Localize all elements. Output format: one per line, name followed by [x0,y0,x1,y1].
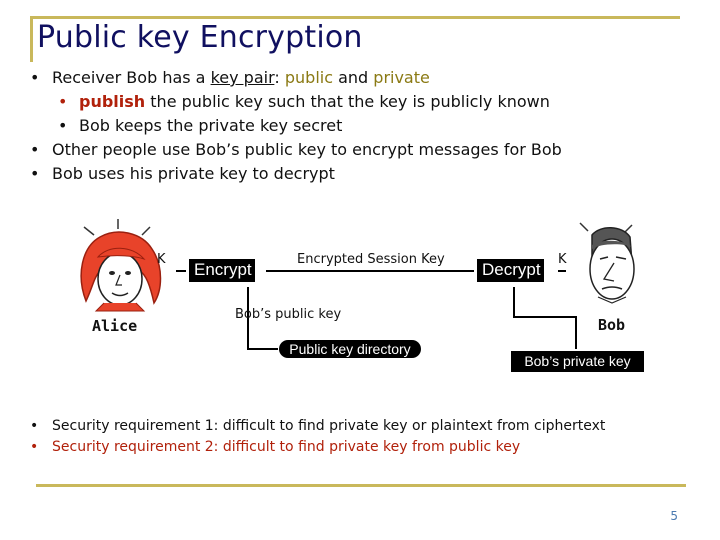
k-right-label: K [558,252,567,267]
diagram-graphics [80,219,635,350]
bob-label: Bob [598,316,626,334]
bullet-1a: • publish the public key such that the k… [30,90,690,114]
bullet-1b-text: Bob keeps the private key secret [79,116,343,135]
public-key-line [247,287,278,350]
bullet-2-text: Other people use Bob’s public key to enc… [52,140,562,159]
encrypted-session-key-label: Encrypted Session Key [297,252,445,267]
bullet-3: • Bob uses his private key to decrypt [30,162,690,186]
bullet-1-pre: Receiver Bob has a [52,68,211,87]
bullet-1-colon: : [274,68,285,87]
bullet-1: • Receiver Bob has a key pair: public an… [30,66,690,90]
key-pair-term: key pair [210,68,275,87]
bullet-3-text: Bob uses his private key to decrypt [52,164,335,183]
bobs-public-key-label: Bob’s public key [235,307,342,322]
bullet-dot-icon: • [30,68,40,87]
requirement-2-text: Security requirement 2: difficult to fin… [52,439,521,455]
bullet-1-and: and [333,68,374,87]
page-number: 5 [670,509,678,523]
bullet-dot-icon: • [58,92,68,111]
title-rule-left [30,16,33,62]
bullet-1a-rest: the public key such that the key is publ… [145,92,550,111]
publish-term: publish [79,92,146,111]
bullet-dot-icon: • [30,164,40,183]
bullet-2: • Other people use Bob’s public key to e… [30,138,690,162]
bullet-list: • Receiver Bob has a key pair: public an… [30,66,690,186]
encryption-diagram: Alice K Encrypt Encrypted Session Key Bo… [0,205,720,390]
k-left-label: K [157,252,166,267]
bullet-1b: • Bob keeps the private key secret [30,114,690,138]
slide-title: Public key Encryption [37,20,363,55]
private-term: private [373,68,430,87]
alice-face-icon [80,219,162,312]
bullet-1a-text: publish the public key such that the key… [79,90,550,114]
bob-face-icon [579,222,635,304]
alice-label: Alice [92,317,138,335]
private-key-line [513,287,577,349]
bobs-private-key-box: Bob’s private key [511,351,644,372]
encrypt-box: Encrypt [189,259,255,282]
public-term: public [284,68,333,87]
footer-rule [36,484,686,487]
bullet-dot-icon: • [30,439,39,455]
public-key-directory-box: Public key directory [279,340,421,358]
requirement-1-text: Security requirement 1: difficult to fin… [52,418,606,434]
bullet-dot-icon: • [30,418,39,434]
bullet-1-text: Receiver Bob has a key pair: public and … [52,66,430,90]
decrypt-box: Decrypt [477,259,544,282]
title-rule-top [30,16,680,19]
bullet-dot-icon: • [58,116,68,135]
bullet-dot-icon: • [30,140,40,159]
